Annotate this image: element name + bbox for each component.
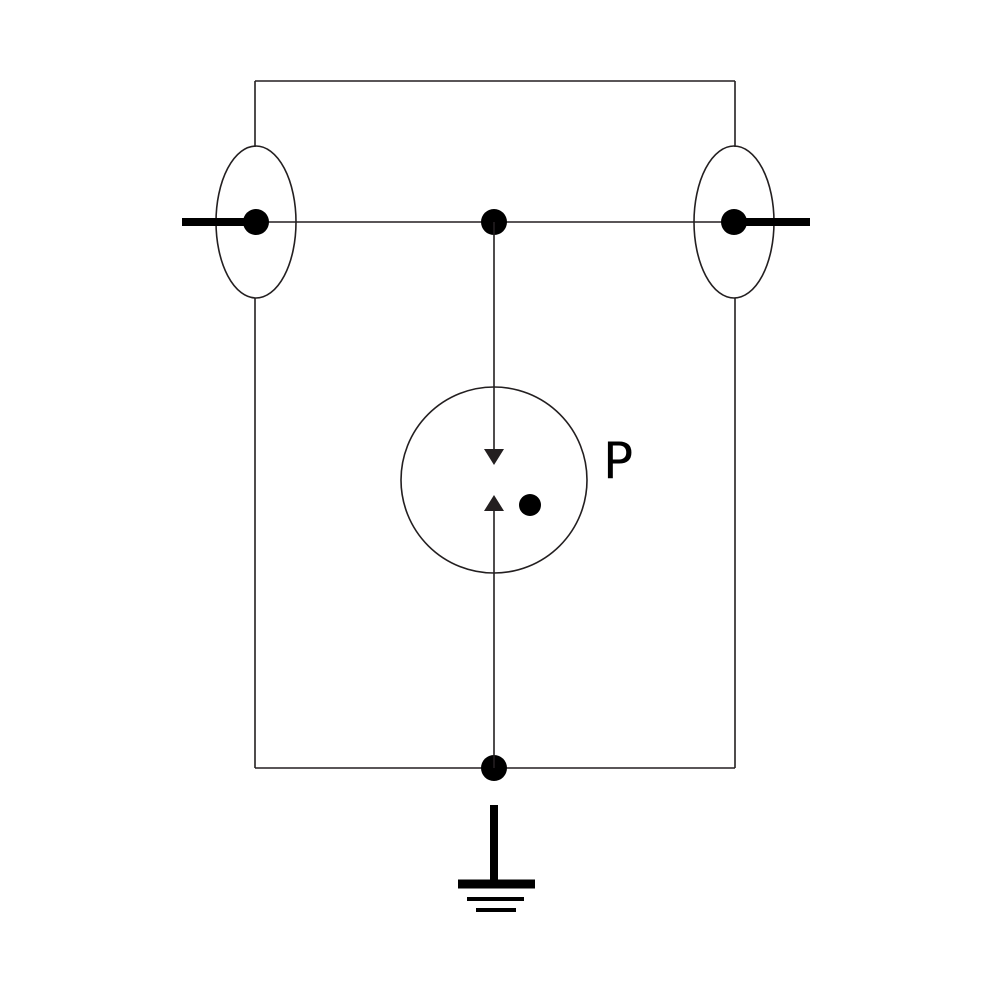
ground-symbol-icon [458, 805, 535, 912]
point-dot [519, 494, 541, 516]
sphere-label: P [603, 432, 633, 490]
down-arrowhead-icon [484, 449, 504, 465]
outer-frame [254, 80, 736, 769]
down-arrow [484, 222, 504, 465]
up-arrow [484, 495, 504, 768]
left-terminal-node [243, 209, 269, 235]
up-arrowhead-icon [484, 495, 504, 511]
right-terminal-node [721, 209, 747, 235]
